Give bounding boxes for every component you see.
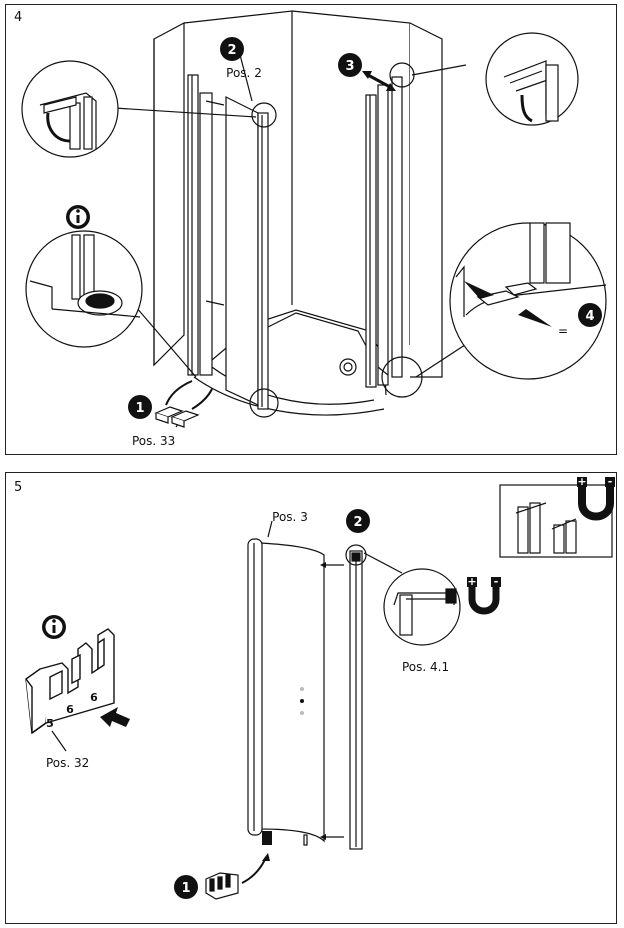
pos-2-label: Pos. 2 xyxy=(226,66,262,80)
svg-text:1: 1 xyxy=(135,401,144,416)
svg-text:4: 4 xyxy=(585,309,594,324)
step-5-illustration: 5 + - Pos. 3 xyxy=(14,475,615,900)
small-spacer-comb xyxy=(205,872,239,900)
pos-33-label: Pos. 33 xyxy=(132,434,175,448)
step-5-panel: 5 + - Pos. 3 xyxy=(5,472,617,924)
step-5-number: 5 xyxy=(14,480,22,495)
equal-sign: = xyxy=(558,324,568,338)
step-4-badge-4: 4 xyxy=(578,303,602,327)
spacer-number-2: 6 xyxy=(66,703,74,716)
step-5-badge-1: 1 xyxy=(174,875,198,899)
svg-text:3: 3 xyxy=(345,59,354,74)
pos-32-label: Pos. 32 xyxy=(46,756,89,770)
insert-arrow-icon xyxy=(100,707,130,727)
detail-top-left xyxy=(21,60,119,158)
detail-top-right xyxy=(485,32,579,126)
detail-bottom-right xyxy=(449,222,607,380)
svg-text:2: 2 xyxy=(227,43,236,58)
info-icon xyxy=(42,615,66,639)
spacer-number-1: 5 xyxy=(46,717,54,730)
svg-text:-: - xyxy=(494,575,499,588)
step-4-badge-1: 1 xyxy=(128,395,152,419)
step-4-illustration: 4 2 Pos. 2 3 1 Pos. 33 4 = xyxy=(14,10,607,448)
step-5-badge-2: 2 xyxy=(346,509,370,533)
svg-text:2: 2 xyxy=(353,515,362,530)
pos-3-label: Pos. 3 xyxy=(272,510,308,524)
spacer-comb-pos-32 xyxy=(25,628,115,735)
step-4-number: 4 xyxy=(14,10,22,25)
svg-text:+: + xyxy=(577,475,586,488)
magnet-detail-box xyxy=(499,484,613,558)
svg-text:-: - xyxy=(608,475,613,488)
info-icon xyxy=(66,205,90,229)
svg-text:1: 1 xyxy=(181,881,190,896)
pos-4-1-label: Pos. 4.1 xyxy=(402,660,449,674)
detail-bottom-left xyxy=(25,230,143,348)
magnet-icon-top: + - xyxy=(577,475,615,521)
step-4-badge-3: 3 xyxy=(338,53,362,77)
door-panel-pos-3 xyxy=(247,520,325,846)
detail-magnet-profile xyxy=(383,568,461,646)
svg-text:+: + xyxy=(467,575,476,588)
step-4-panel: 4 2 Pos. 2 3 1 Pos. 33 4 = xyxy=(5,4,617,455)
pos-33-spacers xyxy=(154,406,200,428)
profile-pos-4-1 xyxy=(345,544,403,850)
step-4-badge-2: 2 xyxy=(220,37,244,61)
spacer-number-3: 6 xyxy=(90,691,98,704)
magnet-icon-right: + - xyxy=(467,575,501,615)
